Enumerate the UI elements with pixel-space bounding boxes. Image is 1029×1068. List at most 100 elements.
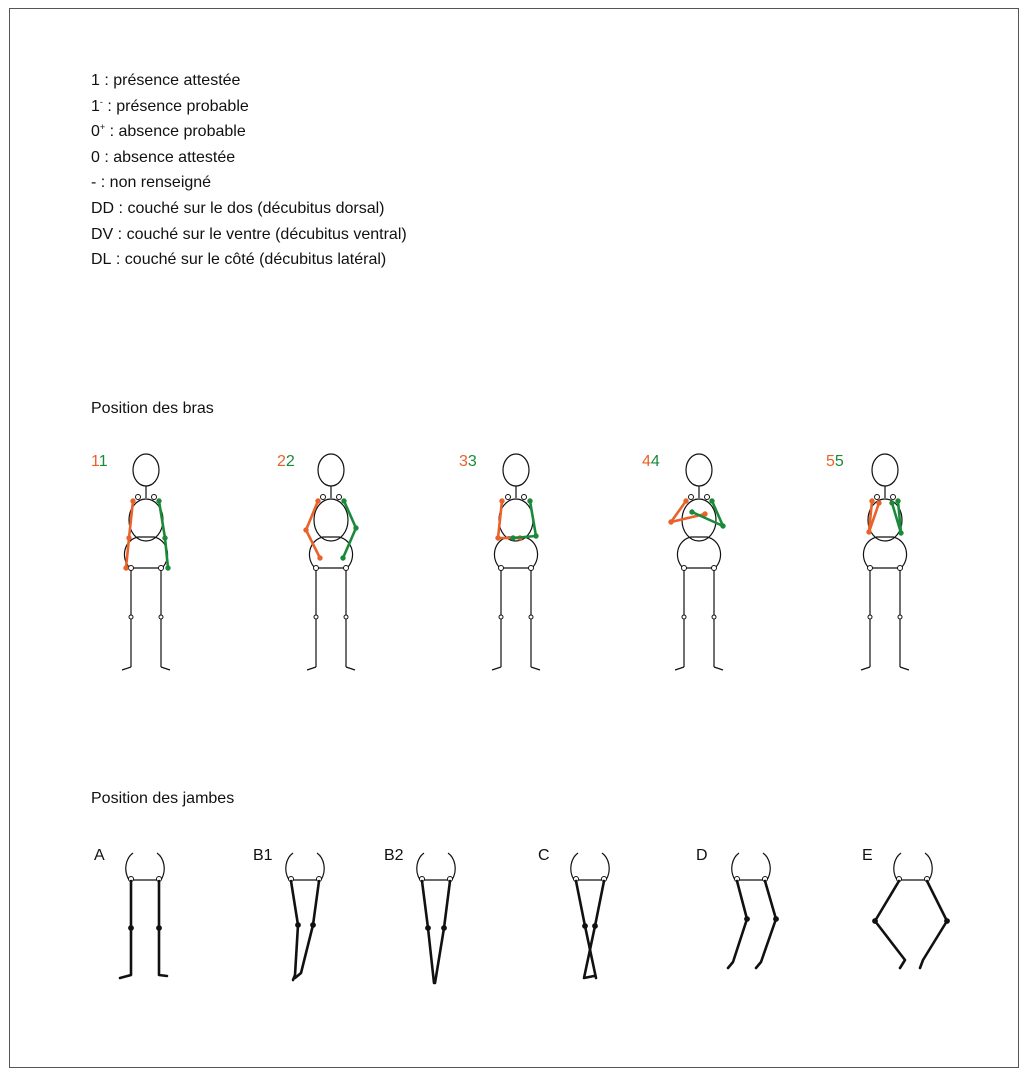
shoulder-joint bbox=[891, 495, 896, 500]
arm bbox=[869, 501, 879, 532]
arm-joint bbox=[316, 499, 320, 503]
arm-figure bbox=[304, 454, 358, 670]
head bbox=[503, 454, 529, 486]
arm-joint bbox=[899, 531, 903, 535]
leg bbox=[756, 881, 776, 968]
arm-joint bbox=[124, 566, 128, 570]
arm-joint bbox=[163, 536, 167, 540]
foot bbox=[122, 667, 131, 670]
arm-joint bbox=[870, 499, 874, 503]
leg bbox=[920, 881, 947, 968]
leg bbox=[435, 881, 450, 983]
knee-joint bbox=[159, 615, 163, 619]
pelvis bbox=[126, 853, 164, 880]
arm bbox=[513, 501, 536, 538]
head bbox=[872, 454, 898, 486]
ribcage bbox=[314, 499, 348, 541]
arm-joint bbox=[304, 528, 308, 532]
knee-joint bbox=[314, 615, 318, 619]
hip-joint bbox=[159, 566, 164, 571]
knee-joint bbox=[873, 919, 878, 924]
arm-joint bbox=[721, 524, 725, 528]
shoulder-joint bbox=[152, 495, 157, 500]
head bbox=[318, 454, 344, 486]
knee-joint bbox=[745, 917, 750, 922]
knee-joint bbox=[898, 615, 902, 619]
pelvis bbox=[124, 537, 167, 568]
arm-joint bbox=[528, 499, 532, 503]
shoulder-joint bbox=[136, 495, 141, 500]
head bbox=[686, 454, 712, 486]
pelvis bbox=[494, 537, 537, 568]
pelvis bbox=[286, 853, 324, 880]
ribcage bbox=[129, 499, 163, 541]
leg bbox=[728, 881, 747, 968]
leg-figure bbox=[417, 853, 455, 983]
foot bbox=[346, 667, 355, 670]
foot bbox=[161, 667, 170, 670]
arm-joint bbox=[867, 530, 871, 534]
arm-joint bbox=[511, 536, 515, 540]
knee-joint bbox=[945, 919, 950, 924]
arm-joint bbox=[877, 501, 881, 505]
shoulder-joint bbox=[337, 495, 342, 500]
arm-joint bbox=[166, 566, 170, 570]
arm-joint bbox=[896, 499, 900, 503]
hip-joint bbox=[712, 566, 717, 571]
hip-joint bbox=[529, 566, 534, 571]
shoulder-joint bbox=[705, 495, 710, 500]
arm-joint bbox=[703, 512, 707, 516]
hip-joint bbox=[129, 566, 134, 571]
hip-joint bbox=[682, 566, 687, 571]
hip-joint bbox=[868, 566, 873, 571]
knee-joint bbox=[157, 926, 162, 931]
shoulder-joint bbox=[522, 495, 527, 500]
shoulder-joint bbox=[506, 495, 511, 500]
arm bbox=[892, 501, 901, 533]
hip-joint bbox=[344, 566, 349, 571]
leg bbox=[291, 881, 298, 980]
hip-joint bbox=[898, 566, 903, 571]
knee-joint bbox=[499, 615, 503, 619]
arm-joint bbox=[534, 534, 538, 538]
knee-joint bbox=[296, 923, 301, 928]
leg-figure bbox=[728, 853, 778, 968]
shoulder-joint bbox=[321, 495, 326, 500]
pelvis bbox=[732, 853, 770, 880]
knee-joint bbox=[774, 917, 779, 922]
foot bbox=[861, 667, 870, 670]
arm-joint bbox=[127, 536, 131, 540]
arm-joint bbox=[131, 499, 135, 503]
hip-joint bbox=[314, 566, 319, 571]
foot bbox=[307, 667, 316, 670]
knee-joint bbox=[868, 615, 872, 619]
arm bbox=[126, 501, 133, 568]
arm-joint bbox=[890, 501, 894, 505]
leg bbox=[875, 881, 905, 968]
leg-figure bbox=[873, 853, 950, 968]
shoulder-joint bbox=[875, 495, 880, 500]
pelvis bbox=[894, 853, 932, 880]
knee-joint bbox=[311, 923, 316, 928]
pelvis bbox=[571, 853, 609, 880]
hip-joint bbox=[499, 566, 504, 571]
knee-joint bbox=[426, 926, 431, 931]
arm-joint bbox=[318, 556, 322, 560]
arm-joint bbox=[342, 499, 346, 503]
arm-figure bbox=[122, 454, 170, 670]
leg bbox=[422, 881, 434, 983]
leg-figure bbox=[286, 853, 324, 980]
arm-joint bbox=[500, 499, 504, 503]
arm-joint bbox=[669, 520, 673, 524]
arm-joint bbox=[710, 499, 714, 503]
knee-joint bbox=[129, 615, 133, 619]
arm-joint bbox=[684, 499, 688, 503]
arm-figure bbox=[861, 454, 909, 670]
knee-joint bbox=[442, 926, 447, 931]
knee-joint bbox=[344, 615, 348, 619]
head bbox=[133, 454, 159, 486]
arm-joint bbox=[690, 510, 694, 514]
pelvis bbox=[863, 537, 906, 568]
arm-joint bbox=[341, 556, 345, 560]
